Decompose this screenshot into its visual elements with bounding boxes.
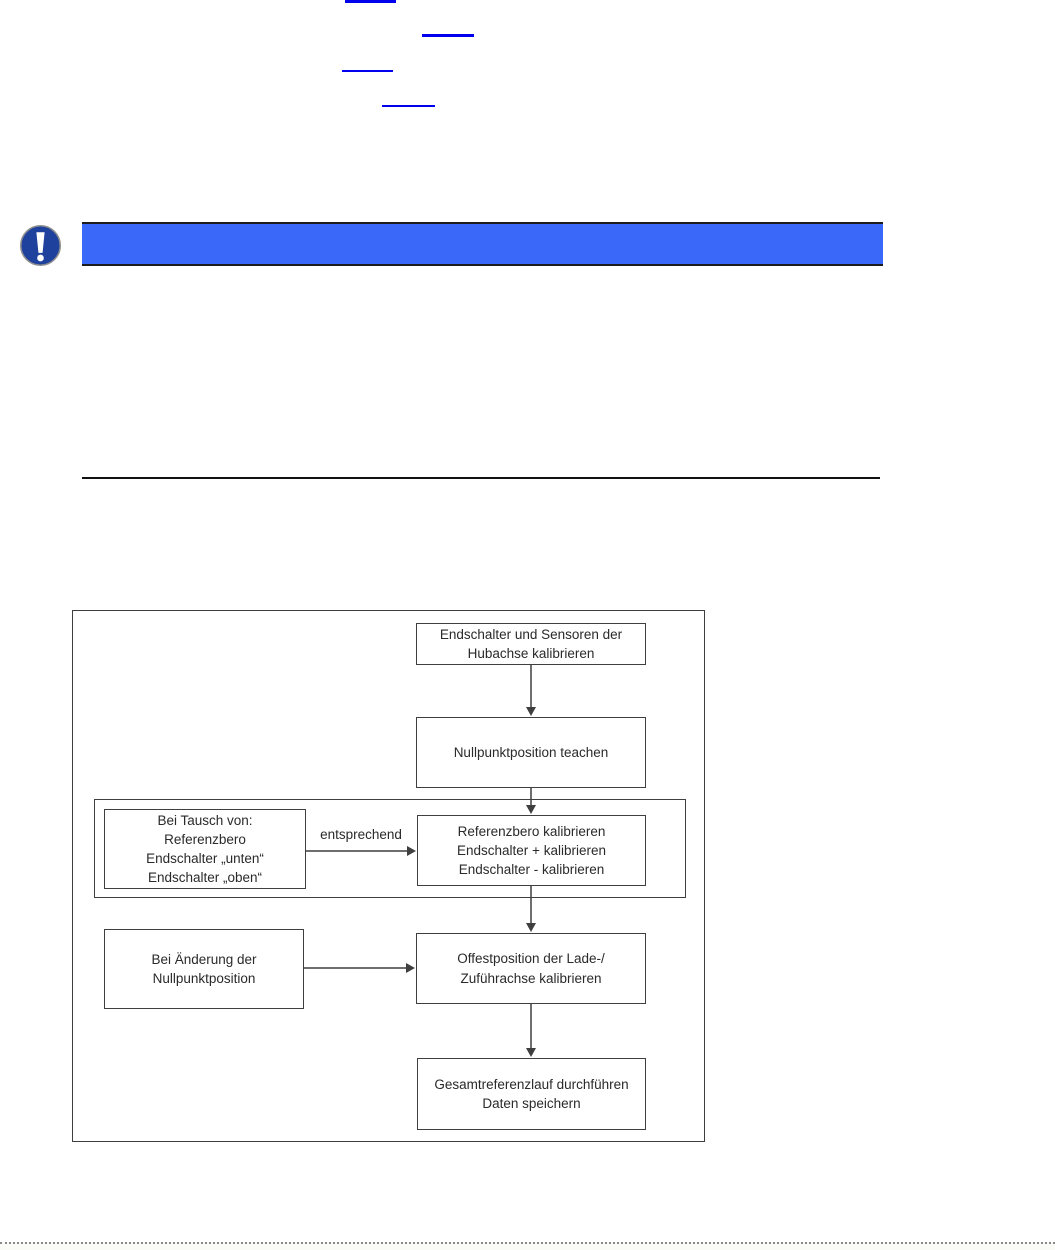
flow-node-step5: Gesamtreferenzlauf durchführen Daten spe… bbox=[417, 1058, 646, 1130]
flow-node-step3: Referenzbero kalibrieren Endschalter + k… bbox=[417, 815, 646, 886]
flow-node-condition-change: Bei Änderung der Nullpunktposition bbox=[104, 929, 304, 1009]
flow-node-step4: Offestposition der Lade-/ Zuführachse ka… bbox=[416, 933, 646, 1004]
top-link-4[interactable] bbox=[382, 105, 435, 107]
flow-node-step2: Nullpunktposition teachen bbox=[416, 717, 646, 788]
flow-node-step1: Endschalter und Sensoren der Hubachse ka… bbox=[416, 623, 646, 665]
flow-node-condition-replacement: Bei Tausch von: Referenzbero Endschalter… bbox=[104, 809, 306, 889]
mandatory-exclamation-icon bbox=[19, 224, 62, 267]
section-divider bbox=[82, 477, 880, 479]
top-link-3[interactable] bbox=[342, 70, 393, 72]
top-link-2[interactable] bbox=[422, 34, 474, 37]
notice-banner bbox=[82, 222, 883, 266]
flow-arrow-label: entsprechend bbox=[320, 827, 402, 842]
flowchart-figure: Endschalter und Sensoren der Hubachse ka… bbox=[72, 610, 705, 1142]
top-link-1[interactable] bbox=[345, 0, 396, 3]
footer-divider bbox=[0, 1242, 1055, 1250]
